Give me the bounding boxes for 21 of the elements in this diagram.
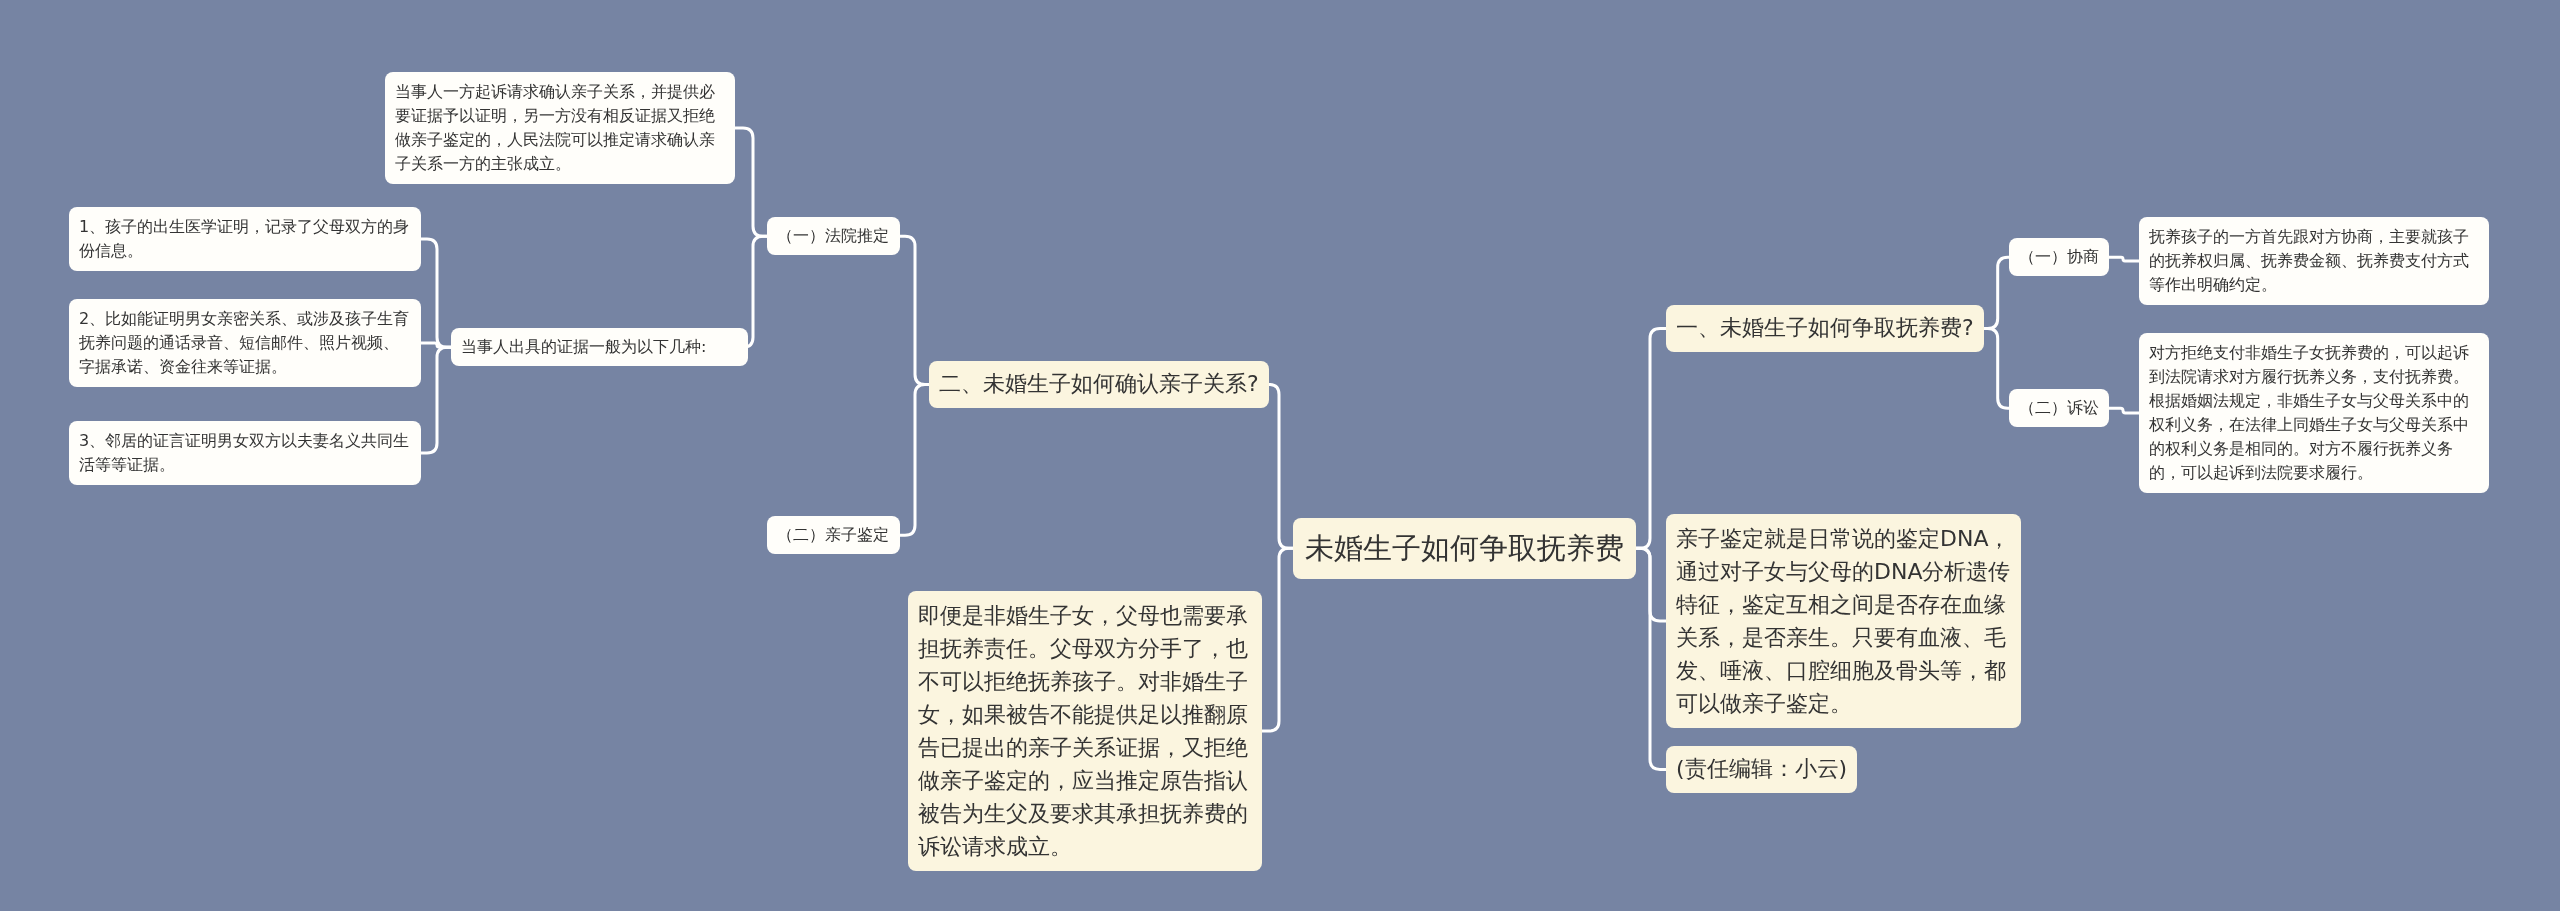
- text-box: 1、孩子的出生医学证明，记录了父母双方的身份信息。: [69, 207, 421, 271]
- connector-line: [1636, 546, 1666, 771]
- topic-box: （二）诉讼: [2009, 389, 2109, 428]
- topic-box: （一）法院推定: [767, 217, 900, 256]
- central-topic: 未婚生子如何争取抚养费: [1293, 518, 1636, 579]
- topic-box: 当事人出具的证据一般为以下几种:: [451, 328, 748, 367]
- connector-line: [2109, 255, 2139, 263]
- text-box: 2、比如能证明男女亲密关系、或涉及孩子生育抚养问题的通话录音、短信邮件、照片视频、字据承诺、资金往来等证据。: [69, 299, 421, 387]
- topic-box: （一）协商: [2009, 238, 2109, 277]
- text-box: 当事人一方起诉请求确认亲子关系，并提供必要证据予以证明，另一方没有相反证据又拒绝做亲子鉴定的，人民法院可以推定请求确认亲子关系一方的主张成立。: [385, 72, 735, 184]
- text-box: 对方拒绝支付非婚生子女抚养费的，可以起诉到法院请求对方履行抚养义务，支付抚养费。根据婚姻法规定，非婚生子女与父母关系中的权利义务，在法律上同婚生子女与父母关系中的权利义务是相同的。对方不履行抚养义务的，可以起诉到法院要求履行。: [2139, 333, 2489, 493]
- topic-box: (责任编辑：小云): [1666, 746, 1858, 793]
- topic-box: 二、未婚生子如何确认亲子关系?: [929, 361, 1269, 408]
- topic-box: 一、未婚生子如何争取抚养费?: [1666, 305, 1984, 352]
- text-box: 即便是非婚生子女，父母也需要承担抚养责任。父母双方分手了，也不可以拒绝抚养孩子。对非婚生子女，如果被告不能提供足以推翻原告已提出的亲子关系证据，又拒绝做亲子鉴定的，应当推定原告指认被告为生父及要求其承担抚养费的诉讼请求成立。: [908, 591, 1262, 871]
- topic-box: （二）亲子鉴定: [767, 516, 900, 555]
- text-box: 3、邻居的证言证明男女双方以夫妻名义共同生活等等证据。: [69, 421, 421, 485]
- connector-line: [2109, 406, 2139, 415]
- text-box: 抚养孩子的一方首先跟对方协商，主要就孩子的抚养权归属、抚养费金额、抚养费支付方式等作出明确约定。: [2139, 217, 2489, 305]
- connector-line: [421, 345, 451, 455]
- text-box: 亲子鉴定就是日常说的鉴定DNA，通过对子女与父母的DNA分析遗传特征，鉴定互相之间是否存在血缘关系，是否亲生。只要有血液、毛发、唾液、口腔细胞及骨头等，都可以做亲子鉴定。: [1666, 514, 2021, 728]
